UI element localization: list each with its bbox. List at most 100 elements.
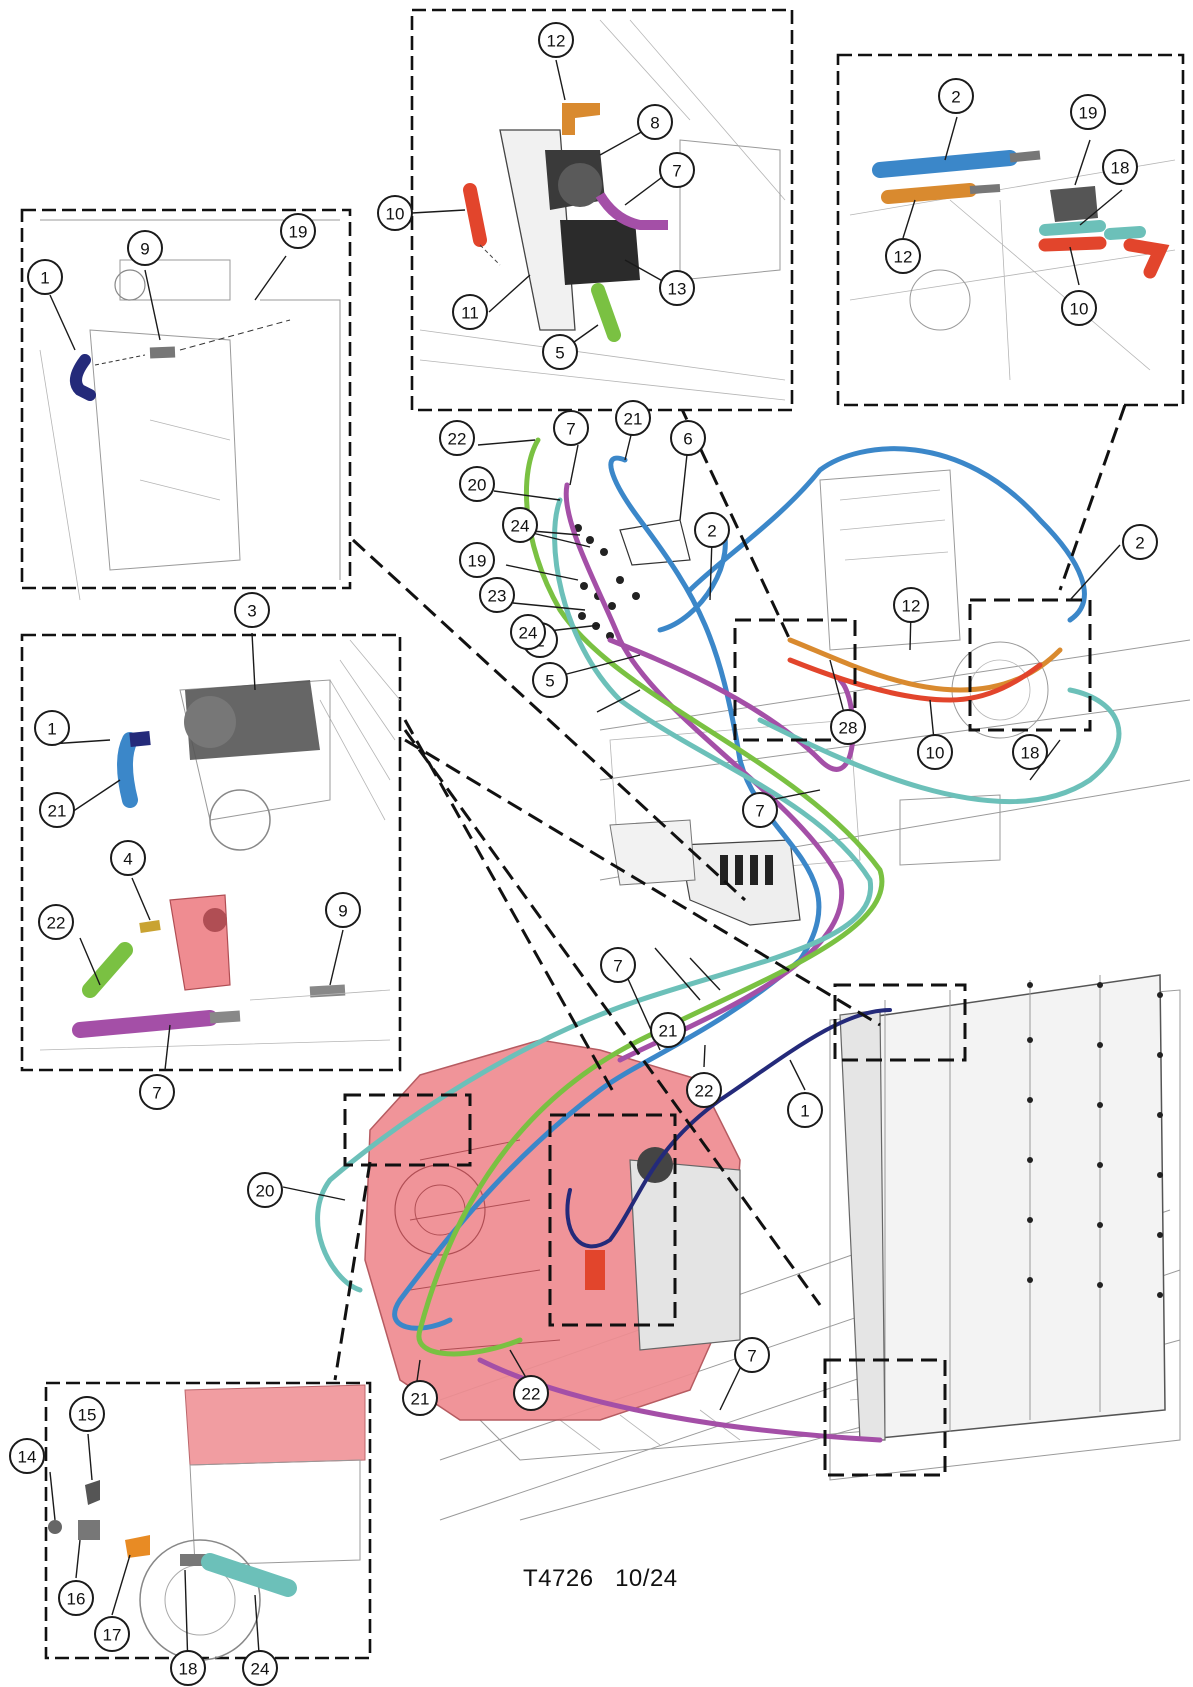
callout-number: 22 [448, 430, 467, 449]
callout-number: 20 [468, 476, 487, 495]
callout-circle [139, 1074, 175, 1110]
detail-leaders [333, 404, 1127, 1381]
callout-22: 22 [439, 420, 475, 456]
callout-circle [170, 1650, 206, 1686]
callout-circle [659, 152, 695, 188]
callout-circle [542, 334, 578, 370]
callout-circle [452, 294, 488, 330]
callout-number: 14 [18, 1448, 37, 1467]
callout-circle [1012, 734, 1048, 770]
callout-circle [34, 710, 70, 746]
callout-number: 3 [247, 602, 256, 621]
callout-7: 7 [600, 947, 636, 983]
callout-1: 1 [787, 1092, 823, 1128]
callout-21: 21 [615, 400, 651, 436]
callout-number: 5 [555, 344, 564, 363]
callout-circle [94, 1616, 130, 1652]
callout-7: 7 [553, 410, 589, 446]
callout-circle [402, 1380, 438, 1416]
callout-18: 18 [1012, 734, 1048, 770]
callout-circle [650, 1012, 686, 1048]
callout-19: 19 [280, 213, 316, 249]
callout-number: 12 [547, 32, 566, 51]
callouts: 1222567777101218192020212121222222232424… [9, 22, 1158, 1686]
callout-number: 2 [951, 88, 960, 107]
callout-circle [885, 238, 921, 274]
callout-12: 12 [538, 22, 574, 58]
callout-circle [659, 270, 695, 306]
callout-1: 1 [34, 710, 70, 746]
callout-number: 4 [123, 850, 132, 869]
callout-circle [532, 662, 568, 698]
callout-circle [734, 1337, 770, 1373]
drawing-date: 10/24 [615, 1565, 678, 1592]
callout-9: 9 [127, 230, 163, 266]
callout-number: 11 [461, 304, 479, 323]
callout-22: 22 [513, 1375, 549, 1411]
callout-circle [479, 577, 515, 613]
callout-12: 12 [893, 587, 929, 623]
hose-routing [315, 437, 1122, 1443]
callout-4: 4 [110, 840, 146, 876]
detail-left-upper [20, 208, 352, 601]
callout-number: 18 [1111, 159, 1130, 178]
callout-number: 15 [78, 1406, 97, 1425]
callout-number: 1 [800, 1102, 809, 1121]
callout-number: 13 [668, 280, 687, 299]
callout-number: 10 [926, 744, 945, 763]
callout-number: 24 [511, 517, 530, 536]
callout-number: 24 [251, 1660, 270, 1679]
callout-5: 5 [542, 334, 578, 370]
callout-circle [670, 420, 706, 456]
callout-20: 20 [459, 466, 495, 502]
callout-circle [686, 1072, 722, 1108]
callout-number: 23 [488, 587, 507, 606]
callout-number: 7 [672, 162, 681, 181]
callout-3: 3 [234, 592, 270, 628]
callout-2: 2 [938, 78, 974, 114]
callout-number: 16 [67, 1590, 86, 1609]
callout-number: 7 [566, 420, 575, 439]
callout-circle [38, 904, 74, 940]
callout-number: 19 [1079, 104, 1098, 123]
callout-circle [377, 195, 413, 231]
callout-20: 20 [247, 1172, 283, 1208]
callout-22: 22 [38, 904, 74, 940]
callout-circle [27, 259, 63, 295]
callout-circle [600, 947, 636, 983]
callout-number: 1 [47, 720, 56, 739]
callout-2: 2 [694, 512, 730, 548]
detail-top-right [836, 53, 1185, 407]
callout-number: 8 [650, 114, 659, 133]
callout-number: 7 [152, 1084, 161, 1103]
callout-circle [553, 410, 589, 446]
callout-number: 20 [256, 1182, 275, 1201]
callout-number: 24 [519, 624, 538, 643]
callout-24: 24 [502, 507, 538, 543]
callout-circle [234, 592, 270, 628]
callout-number: 18 [179, 1660, 198, 1679]
callout-10: 10 [917, 734, 953, 770]
callout-circle [459, 542, 495, 578]
callout-circle [127, 230, 163, 266]
callout-number: 22 [47, 914, 66, 933]
callout-circle [439, 420, 475, 456]
callout-circle [1122, 524, 1158, 560]
callout-circle [502, 507, 538, 543]
callout-number: 17 [103, 1626, 122, 1645]
callout-number: 7 [755, 802, 764, 821]
callout-circle [247, 1172, 283, 1208]
callout-number: 22 [695, 1082, 714, 1101]
callout-circle [58, 1580, 94, 1616]
radiator [839, 974, 1166, 1441]
callout-circle [1061, 290, 1097, 326]
callout-28: 28 [830, 709, 866, 745]
callout-13: 13 [659, 270, 695, 306]
callout-circle [1102, 149, 1138, 185]
callout-circle [787, 1092, 823, 1128]
callout-circle [280, 213, 316, 249]
callout-21: 21 [402, 1380, 438, 1416]
document-id: T4726 10/24 [523, 1565, 678, 1593]
callout-number: 9 [338, 902, 347, 921]
